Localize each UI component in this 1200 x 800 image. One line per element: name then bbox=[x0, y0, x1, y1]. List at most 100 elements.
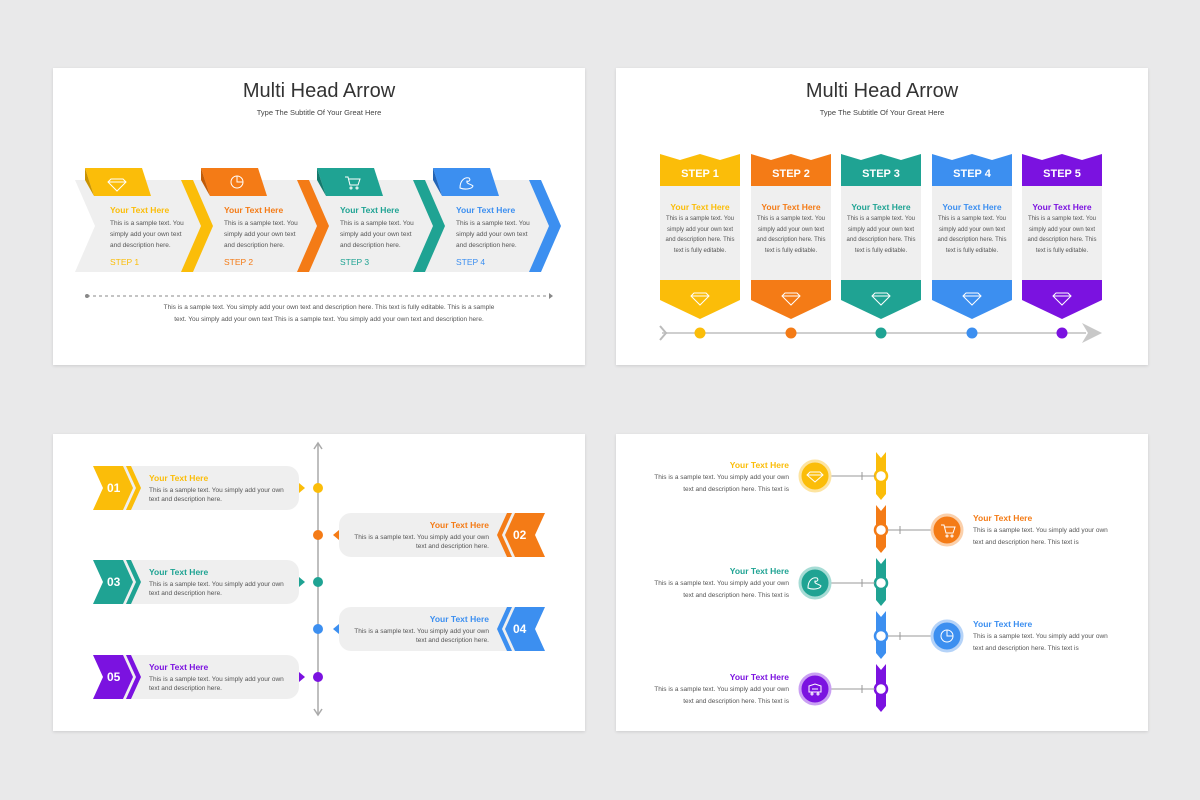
step-2-chevron bbox=[297, 180, 329, 272]
slide-4-timeline bbox=[798, 452, 964, 712]
step-2-label: STEP 2 bbox=[772, 168, 810, 180]
item-5-number: 05 bbox=[107, 670, 121, 684]
step-5-card bbox=[1022, 154, 1102, 319]
step-2-body: This is a sample text. You simply add yo… bbox=[756, 216, 826, 254]
step-4-body: This is a sample text. You simply add yo… bbox=[937, 216, 1007, 254]
slide-2-title: Multi Head Arrow bbox=[805, 80, 959, 102]
step-1-label: STEP 1 bbox=[110, 257, 140, 267]
rocket-icon bbox=[808, 683, 822, 696]
item-1-body: This is a sample text. You simply add yo… bbox=[654, 474, 789, 493]
step-4-card bbox=[932, 154, 1012, 319]
muscle-icon bbox=[807, 577, 822, 590]
item-1-dot bbox=[313, 483, 323, 493]
step-2-body bbox=[189, 180, 319, 272]
muscle-icon bbox=[459, 177, 474, 190]
node-5 bbox=[873, 681, 889, 697]
cart-icon bbox=[345, 176, 361, 190]
diamond-icon bbox=[871, 292, 891, 306]
item-3-heading: Your Text Here bbox=[729, 566, 789, 576]
item-4-dot bbox=[313, 624, 323, 634]
timeline-dot-1 bbox=[694, 327, 706, 339]
step-3-body bbox=[305, 180, 435, 272]
item-1-arrow bbox=[93, 466, 133, 510]
node-2 bbox=[873, 522, 889, 538]
item-5-heading: Your Text Here bbox=[149, 662, 209, 672]
slide-4: Your Text Here This is a sample text. Yo… bbox=[616, 434, 1148, 731]
pie-chart-icon bbox=[230, 175, 244, 189]
step-3-body: This is a sample text. You simply add yo… bbox=[340, 220, 414, 249]
item-3-heading: Your Text Here bbox=[149, 567, 209, 577]
diamond-icon bbox=[690, 292, 710, 306]
timeline-dot-5 bbox=[1056, 327, 1068, 339]
step-4-tab bbox=[433, 168, 499, 196]
node-1 bbox=[873, 468, 889, 484]
step-3-body: This is a sample text. You simply add yo… bbox=[846, 216, 916, 254]
diamond-icon bbox=[1052, 292, 1072, 306]
item-2-dot bbox=[313, 530, 323, 540]
diamond-icon bbox=[781, 292, 801, 306]
step-1-body: This is a sample text. You simply add yo… bbox=[110, 220, 184, 249]
item-4-heading: Your Text Here bbox=[429, 614, 489, 624]
slide-3-timeline bbox=[93, 441, 545, 717]
item-4-number: 04 bbox=[513, 622, 527, 636]
slide-1: Multi Head Arrow Type The Subtitle Of Yo… bbox=[53, 68, 585, 365]
item-2-number: 02 bbox=[513, 528, 527, 542]
step-4-body: This is a sample text. You simply add yo… bbox=[456, 220, 530, 249]
step-2-tab bbox=[201, 168, 267, 196]
item-5-body: This is a sample text. You simply add yo… bbox=[654, 686, 789, 705]
slide-2-subtitle: Type The Subtitle Of Your Great Here bbox=[819, 108, 945, 117]
timeline-dot-3 bbox=[875, 327, 887, 339]
step-5-label: STEP 5 bbox=[1043, 168, 1081, 180]
node-4 bbox=[873, 628, 889, 644]
cart-icon bbox=[941, 524, 956, 538]
item-2-heading: Your Text Here bbox=[429, 520, 489, 530]
step-1-heading: Your Text Here bbox=[110, 205, 170, 215]
item-1-number: 01 bbox=[107, 481, 121, 495]
step-2-heading: Your Text Here bbox=[224, 205, 284, 215]
item-3-body: This is a sample text. You simply add yo… bbox=[149, 581, 284, 597]
step-4-label: STEP 4 bbox=[456, 257, 486, 267]
step-5-heading: Your Text Here bbox=[1032, 202, 1092, 212]
pie-chart-icon bbox=[940, 629, 954, 643]
slide-2-steps bbox=[659, 154, 1102, 343]
item-1-heading: Your Text Here bbox=[729, 460, 789, 470]
item-4-body: This is a sample text. You simply add yo… bbox=[973, 633, 1108, 652]
item-2-icon-circle bbox=[930, 513, 964, 547]
slide-2: Multi Head Arrow Type The Subtitle Of Yo… bbox=[616, 68, 1148, 365]
slide-1-title: Multi Head Arrow bbox=[242, 80, 396, 102]
item-3-arrow bbox=[93, 560, 133, 604]
timeline-dot-2 bbox=[785, 327, 797, 339]
step-4-heading: Your Text Here bbox=[942, 202, 1002, 212]
step-2-heading: Your Text Here bbox=[761, 202, 821, 212]
step-1-label: STEP 1 bbox=[681, 168, 719, 180]
item-5-body: This is a sample text. You simply add yo… bbox=[149, 676, 284, 692]
step-1-card bbox=[660, 154, 740, 319]
step-3-heading: Your Text Here bbox=[851, 202, 911, 212]
step-5-body: This is a sample text. You simply add yo… bbox=[1027, 216, 1097, 254]
step-1-body: This is a sample text. You simply add yo… bbox=[665, 216, 735, 254]
slide-1-arrows bbox=[75, 168, 561, 299]
item-5-dot bbox=[313, 672, 323, 682]
step-3-card bbox=[841, 154, 921, 319]
step-4-label: STEP 4 bbox=[953, 168, 991, 180]
step-2-label: STEP 2 bbox=[224, 257, 254, 267]
slide-1-subtitle: Type The Subtitle Of Your Great Here bbox=[256, 108, 382, 117]
timeline-dot-4 bbox=[966, 327, 978, 339]
diamond-icon bbox=[962, 292, 982, 306]
item-5-heading: Your Text Here bbox=[729, 672, 789, 682]
item-4-heading: Your Text Here bbox=[973, 619, 1033, 629]
step-3-label: STEP 3 bbox=[340, 257, 370, 267]
slide-3: 01 Your Text Here This is a sample text.… bbox=[53, 434, 585, 731]
step-4-heading: Your Text Here bbox=[456, 205, 516, 215]
item-2-arrow bbox=[505, 513, 545, 557]
item-2-body: This is a sample text. You simply add yo… bbox=[354, 534, 489, 550]
item-3-dot bbox=[313, 577, 323, 587]
diamond-icon bbox=[806, 471, 824, 483]
item-3-number: 03 bbox=[107, 575, 121, 589]
step-1-heading: Your Text Here bbox=[670, 202, 730, 212]
item-5-arrow bbox=[93, 655, 133, 699]
step-2-body: This is a sample text. You simply add yo… bbox=[224, 220, 298, 249]
item-1-icon-circle bbox=[798, 459, 832, 493]
item-1-heading: Your Text Here bbox=[149, 473, 209, 483]
step-3-label: STEP 3 bbox=[862, 168, 900, 180]
